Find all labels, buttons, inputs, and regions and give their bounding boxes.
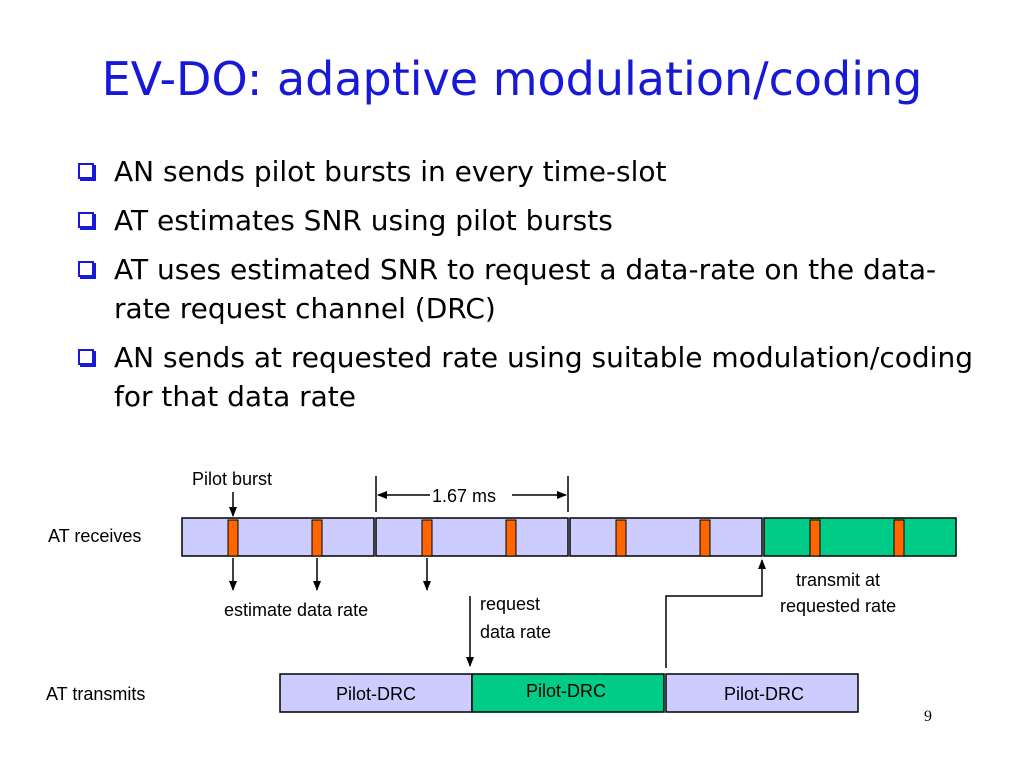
drc-block-label: Pilot-DRC bbox=[336, 684, 416, 704]
pilot-burst-marker bbox=[615, 519, 627, 557]
transmit-label-line2: requested rate bbox=[780, 596, 896, 616]
transmit-arrow bbox=[665, 559, 766, 668]
estimate-label: estimate data rate bbox=[224, 600, 368, 620]
bullet-item: AN sends at requested rate using suitabl… bbox=[76, 338, 976, 416]
pilot-burst-label: Pilot burst bbox=[192, 469, 272, 489]
request-label-line1: request bbox=[480, 594, 540, 614]
transmit-label-line1: transmit at bbox=[796, 570, 880, 590]
pilot-burst-marker bbox=[227, 519, 239, 557]
pilot-burst-marker bbox=[809, 519, 821, 557]
bullet-text: AN sends at requested rate using suitabl… bbox=[114, 341, 973, 413]
pilot-burst-marker bbox=[699, 519, 711, 557]
checkbox-bullet-icon bbox=[78, 212, 94, 228]
receive-slot bbox=[569, 517, 763, 557]
drc-block-highlighted bbox=[471, 673, 665, 713]
checkbox-bullet-icon bbox=[78, 261, 94, 277]
drc-block bbox=[665, 673, 859, 713]
checkbox-bullet-icon bbox=[78, 163, 94, 179]
slide-title: EV-DO: adaptive modulation/coding bbox=[101, 52, 923, 106]
at-receives-label: AT receives bbox=[48, 526, 141, 546]
bullet-item: AT uses estimated SNR to request a data-… bbox=[76, 250, 976, 328]
bullet-text: AN sends pilot bursts in every time-slot bbox=[114, 155, 667, 188]
drc-block-label: Pilot-DRC bbox=[724, 684, 804, 704]
drc-block-label: Pilot-DRC bbox=[526, 681, 606, 701]
slot-duration-label: 1.67 ms bbox=[432, 486, 496, 506]
pilot-burst-marker bbox=[893, 519, 905, 557]
receive-slot bbox=[181, 517, 375, 557]
at-transmits-label: AT transmits bbox=[46, 684, 145, 704]
transmit-timeline: Pilot-DRC Pilot-DRC Pilot-DRC bbox=[279, 673, 859, 713]
pilot-burst-marker bbox=[421, 519, 433, 557]
checkbox-bullet-icon bbox=[78, 349, 94, 365]
receive-timeline bbox=[181, 517, 957, 557]
pilot-burst-marker bbox=[311, 519, 323, 557]
request-label-line2: data rate bbox=[480, 622, 551, 642]
bullet-list: AN sends pilot bursts in every time-slot… bbox=[76, 152, 976, 426]
receive-slot bbox=[375, 517, 569, 557]
bullet-item: AT estimates SNR using pilot bursts bbox=[76, 201, 976, 240]
bullet-item: AN sends pilot bursts in every time-slot bbox=[76, 152, 976, 191]
pilot-burst-marker bbox=[505, 519, 517, 557]
bullet-text: AT estimates SNR using pilot bursts bbox=[114, 204, 613, 237]
bullet-text: AT uses estimated SNR to request a data-… bbox=[114, 253, 937, 325]
receive-slot-highlighted bbox=[763, 517, 957, 557]
page-number: 9 bbox=[924, 708, 932, 725]
